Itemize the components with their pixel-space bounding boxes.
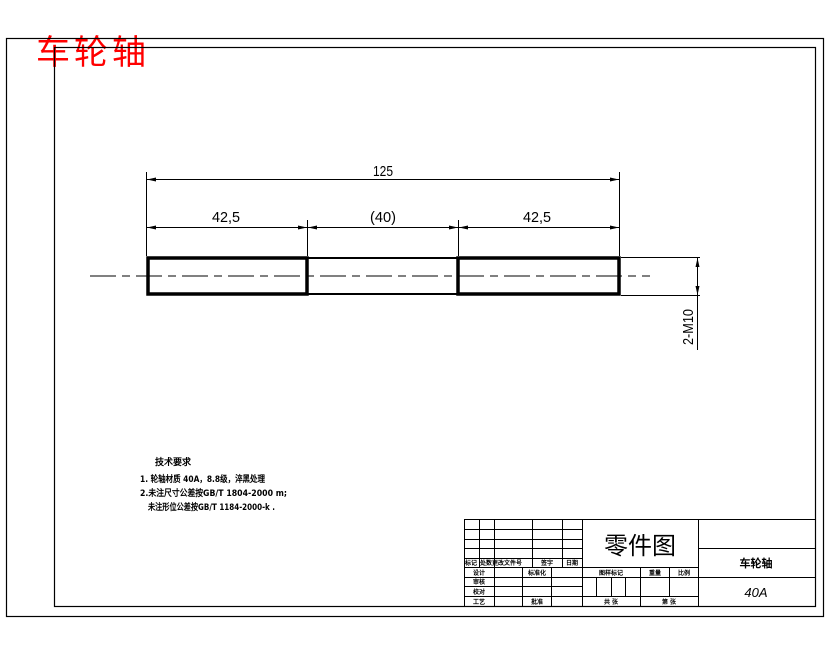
- sheet-total: 共 张: [604, 598, 619, 606]
- row-design: 设计: [473, 569, 485, 577]
- inner-border: [53, 46, 817, 608]
- sheet-header-mark: 图样标记: [599, 569, 623, 577]
- rev-header-sign: 签字: [540, 559, 553, 567]
- material: 40A: [744, 585, 767, 600]
- dim-right-thread: 42,5: [523, 209, 551, 226]
- standardization-label: 标准化: [527, 569, 546, 577]
- technical-requirements: 技术要求 1. 轮轴材质 40A，8.8级，淬黑处理 2.未注尺寸公差按GB/T…: [140, 456, 287, 513]
- sheet-header-scale: 比例: [678, 569, 690, 577]
- dim-middle: (40): [370, 209, 396, 226]
- rev-header-date: 日期: [566, 559, 578, 567]
- sheet-header-weight: 重量: [649, 569, 661, 577]
- dim-overall: 125: [373, 163, 393, 180]
- rev-header-mark: 标记: [464, 559, 477, 567]
- row-process: 工艺: [473, 598, 485, 606]
- row-check: 校对: [473, 588, 485, 596]
- rev-header-docno: 更改文件号: [492, 559, 522, 567]
- approval-label: 批准: [531, 598, 543, 606]
- arrowheads: [147, 177, 700, 295]
- dim-thread-spec: 2-M10: [680, 309, 697, 345]
- dim-left-thread: 42,5: [212, 209, 240, 226]
- title-block-text: 零件图 车轮轴 40A 标记 处数 更改文件号 签字 日期 设计 审核 校对 工…: [464, 532, 773, 606]
- drawing-type: 零件图: [604, 532, 676, 560]
- rev-header-count: 处数: [479, 559, 493, 567]
- shaft: [146, 256, 621, 296]
- sheet-number: 第 张: [661, 598, 677, 606]
- tech-req-line-3: 未注形位公差按GB/T 1184-2000-k .: [147, 501, 275, 513]
- title-block: [464, 519, 816, 607]
- tech-req-heading: 技术要求: [155, 456, 192, 468]
- row-review: 审核: [473, 578, 485, 586]
- part-name: 车轮轴: [740, 556, 773, 570]
- dimension-lines: [146, 179, 698, 350]
- tech-req-line-1: 1. 轮轴材质 40A，8.8级，淬黑处理: [140, 473, 265, 485]
- tech-req-line-2: 2.未注尺寸公差按GB/T 1804-2000 m;: [140, 487, 287, 499]
- extension-lines: [146, 172, 700, 296]
- right-thread-section: [456, 256, 621, 296]
- outer-border: [5, 37, 825, 618]
